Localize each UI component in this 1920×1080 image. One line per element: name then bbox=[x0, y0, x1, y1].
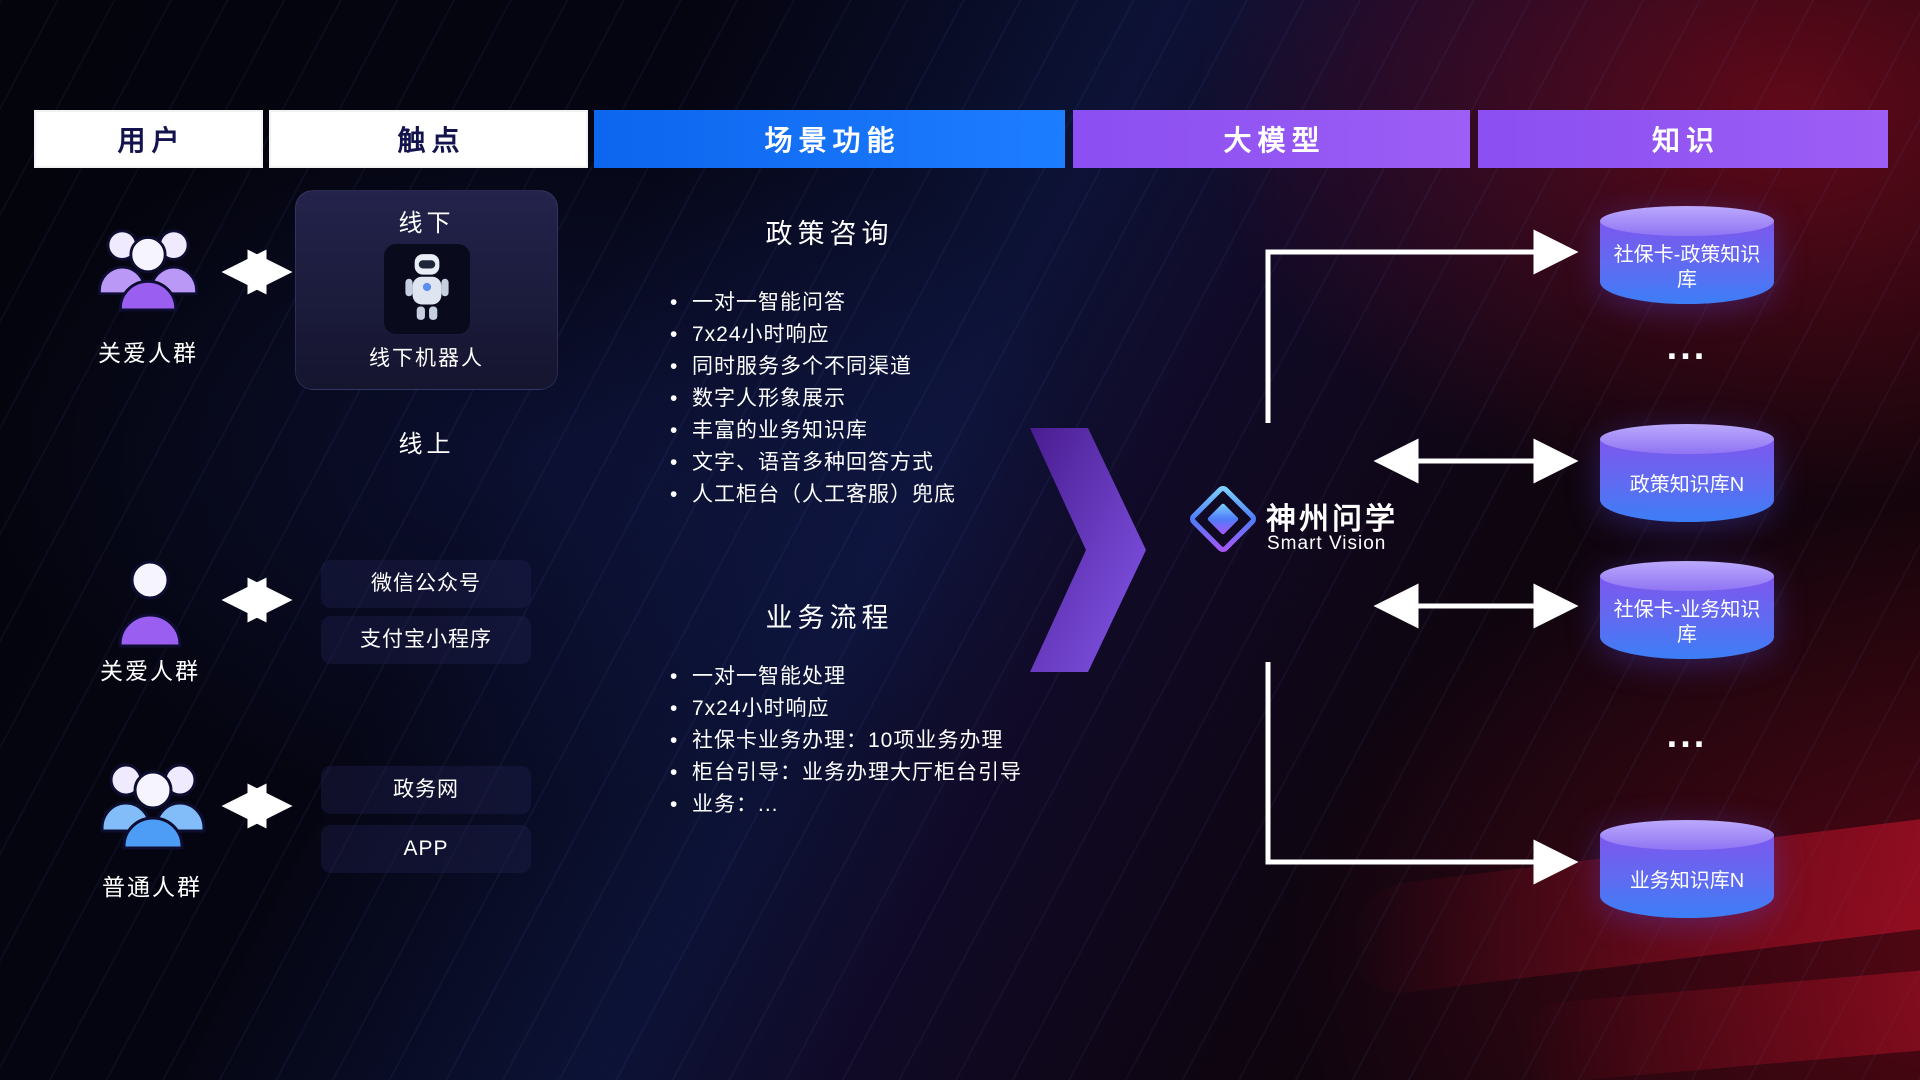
db-cylinder-top bbox=[1600, 206, 1774, 236]
list-item: 业务：... bbox=[668, 794, 1108, 817]
person-purple-icon bbox=[108, 552, 192, 657]
list-item: 7x24小时响应 bbox=[668, 698, 1108, 721]
db-cylinder-top bbox=[1600, 561, 1774, 591]
offline-device-label: 线下机器人 bbox=[369, 347, 484, 370]
user-group-label: 关爱人群 bbox=[100, 658, 200, 684]
column-header-users: 用户 bbox=[34, 110, 263, 168]
list-item: 社保卡业务办理：10项业务办理 bbox=[668, 730, 1108, 753]
business-flow-list: 一对一智能处理 7x24小时响应 社保卡业务办理：10项业务办理 柜台引导：业务… bbox=[668, 666, 1108, 826]
diamond-logo-icon bbox=[1190, 486, 1256, 557]
offline-touchpoint-card: 线下 线下机器人 bbox=[295, 190, 558, 390]
robot-icon bbox=[402, 251, 452, 328]
channel-gov-web: 政务网 bbox=[321, 766, 531, 814]
policy-consult-list: 一对一智能问答 7x24小时响应 同时服务多个不同渠道 数字人形象展示 丰富的业… bbox=[668, 292, 1108, 516]
user-group-label: 普通人群 bbox=[102, 874, 202, 900]
model-subtitle: Smart Vision bbox=[1267, 533, 1387, 554]
list-item: 人工柜台（人工客服）兜底 bbox=[668, 484, 1108, 507]
group-people-purple-icon bbox=[86, 218, 210, 323]
knowledge-db-policy-n: 政策知识库N bbox=[1600, 424, 1774, 522]
knowledge-db-business-n: 业务知识库N bbox=[1600, 820, 1774, 918]
ellipsis-indicator: ... bbox=[1666, 714, 1708, 756]
robot-image-box bbox=[383, 244, 470, 334]
db-cylinder-top bbox=[1600, 820, 1774, 850]
column-header-touchpoints: 触点 bbox=[269, 110, 588, 168]
channel-alipay-miniprogram: 支付宝小程序 bbox=[321, 616, 531, 664]
ellipsis-indicator: ... bbox=[1666, 326, 1708, 368]
column-header-model: 大模型 bbox=[1073, 110, 1470, 168]
model-name: 神州问学 bbox=[1266, 503, 1398, 536]
list-item: 丰富的业务知识库 bbox=[668, 420, 1108, 443]
column-header-scenarios: 场景功能 bbox=[594, 110, 1065, 168]
user-group-label: 关爱人群 bbox=[98, 340, 198, 366]
list-item: 一对一智能处理 bbox=[668, 666, 1108, 689]
channel-app: APP bbox=[321, 825, 531, 873]
db-cylinder-top bbox=[1600, 424, 1774, 454]
list-item: 7x24小时响应 bbox=[668, 324, 1108, 347]
list-item: 柜台引导：业务办理大厅柜台引导 bbox=[668, 762, 1108, 785]
channel-wechat: 微信公众号 bbox=[321, 560, 531, 608]
business-flow-title: 业务流程 bbox=[765, 603, 894, 633]
offline-title: 线下 bbox=[398, 210, 455, 237]
list-item: 一对一智能问答 bbox=[668, 292, 1108, 315]
list-item: 同时服务多个不同渠道 bbox=[668, 356, 1108, 379]
knowledge-db-social-business: 社保卡-业务知识库 bbox=[1600, 561, 1774, 659]
column-header-knowledge: 知识 bbox=[1478, 110, 1888, 168]
flow-arrow-right-icon bbox=[1030, 428, 1148, 677]
list-item: 数字人形象展示 bbox=[668, 388, 1108, 411]
online-label: 线上 bbox=[398, 431, 455, 458]
knowledge-db-social-policy: 社保卡-政策知识库 bbox=[1600, 206, 1774, 304]
group-people-blue-icon bbox=[88, 752, 218, 861]
list-item: 文字、语音多种回答方式 bbox=[668, 452, 1108, 475]
policy-consult-title: 政策咨询 bbox=[765, 219, 894, 249]
